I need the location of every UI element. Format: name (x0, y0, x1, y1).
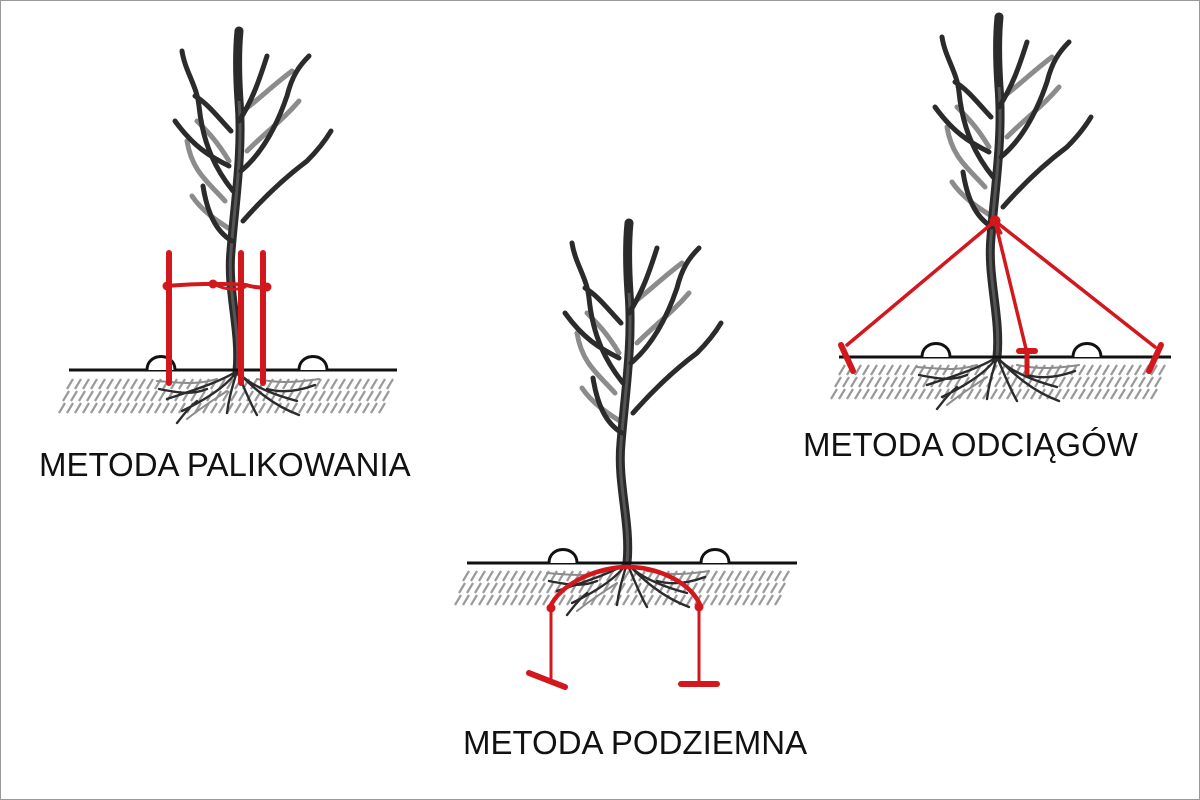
tree-icon (565, 223, 721, 563)
tree-icon (935, 17, 1091, 357)
stakes (162, 250, 272, 386)
underground-anchor (526, 564, 720, 690)
scene-staking (57, 31, 397, 425)
scene-guy-wires (829, 17, 1171, 411)
caption-underground: METODA PODZIEMNA (463, 724, 808, 761)
caption-staking: METODA PALIKOWANIA (39, 446, 411, 483)
tree-icon (175, 31, 331, 371)
guy-wires (838, 215, 1164, 376)
caption-guy-wires: METODA ODCIĄGÓW (803, 426, 1138, 463)
soil-hatch (829, 363, 1167, 401)
scene-underground (453, 223, 797, 690)
